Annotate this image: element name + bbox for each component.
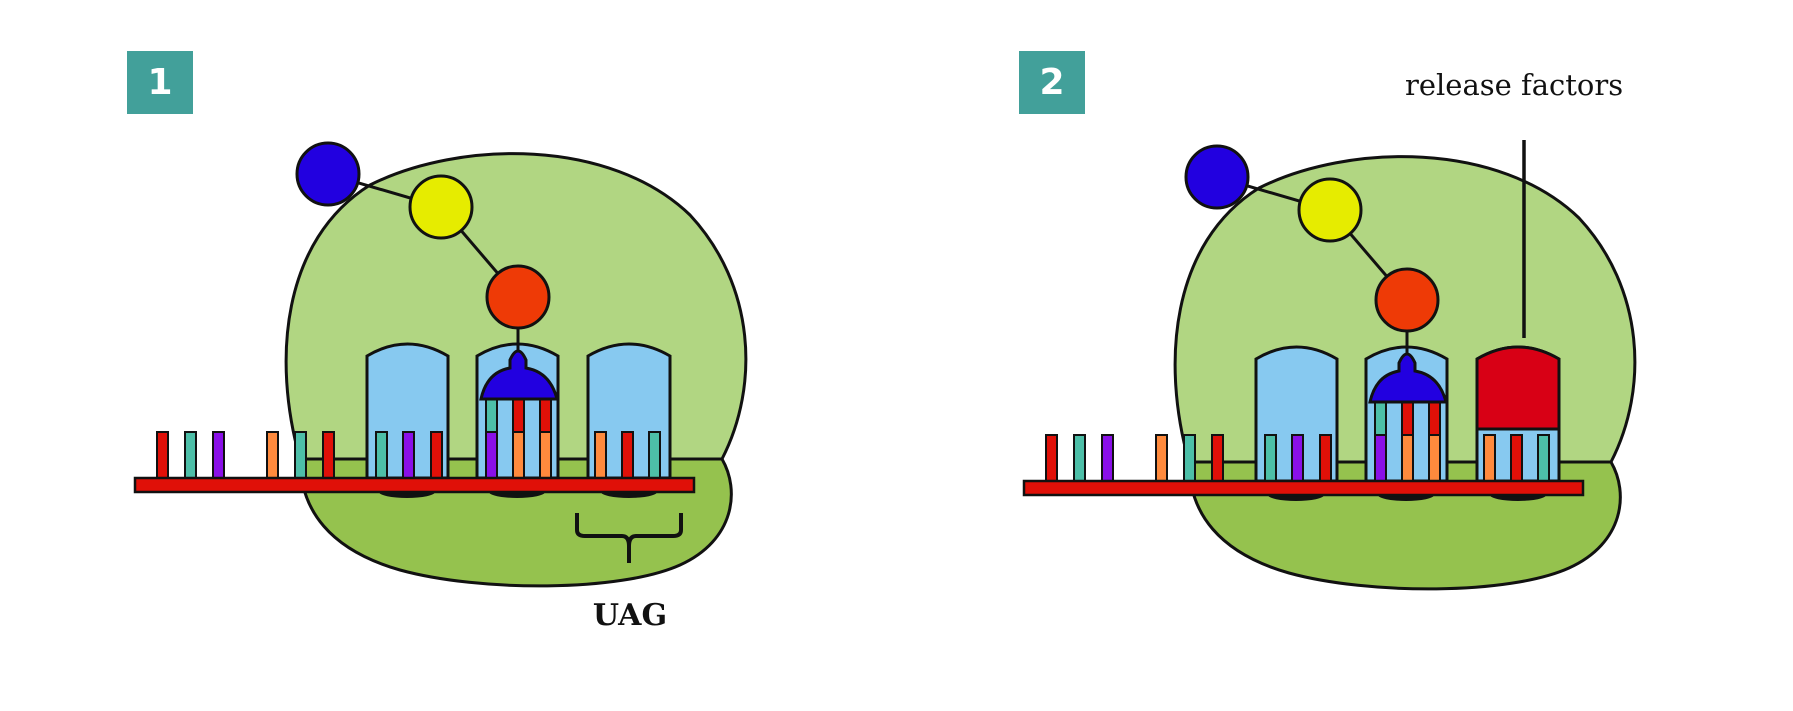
release-factor	[1475, 345, 1561, 431]
ribosome-panel-1	[133, 141, 748, 588]
anticodon-base	[1374, 401, 1387, 436]
anticodon-base	[485, 398, 498, 433]
mrna-base	[621, 431, 634, 479]
anticodon-base	[1401, 401, 1414, 436]
mrna-base	[1211, 434, 1224, 482]
mrna-base	[430, 431, 443, 479]
amino-acid-orange	[485, 264, 551, 330]
mrna-strand	[133, 476, 696, 494]
amino-acid-orange	[1374, 267, 1440, 333]
step-1-badge: 1	[127, 51, 193, 114]
mrna-base	[1183, 434, 1196, 482]
amino-acid-yellow	[408, 174, 474, 240]
mrna-base	[1510, 434, 1523, 482]
mrna-base	[648, 431, 661, 479]
mrna-base	[1291, 434, 1304, 482]
stop-codon-brace	[575, 513, 683, 563]
mrna-base	[375, 431, 388, 479]
mrna-base	[184, 431, 197, 479]
mrna-base	[485, 431, 498, 479]
stop-codon-label: UAG	[592, 598, 668, 633]
mrna-base	[1264, 434, 1277, 482]
anticodon-base	[1428, 401, 1441, 436]
mrna-base	[212, 431, 225, 479]
amino-acid-blue	[295, 141, 361, 207]
mrna-base	[1045, 434, 1058, 482]
mrna-base	[156, 431, 169, 479]
release-factors-label: release factors	[1405, 68, 1624, 102]
mrna-base	[294, 431, 307, 479]
mrna-base	[1374, 434, 1387, 482]
mrna-base	[402, 431, 415, 479]
mrna-base	[539, 431, 552, 479]
step-2-badge: 2	[1019, 51, 1085, 114]
amino-acid-yellow	[1297, 177, 1363, 243]
ribosome-panel-2	[1022, 144, 1637, 591]
mrna-base	[1155, 434, 1168, 482]
mrna-base	[1319, 434, 1332, 482]
mrna-base	[266, 431, 279, 479]
anticodon-base	[539, 398, 552, 433]
mrna-base	[512, 431, 525, 479]
mrna-base	[1401, 434, 1414, 482]
mrna-base	[594, 431, 607, 479]
amino-acid-blue	[1184, 144, 1250, 210]
mrna-base	[1483, 434, 1496, 482]
mrna-base	[1073, 434, 1086, 482]
mrna-base	[1428, 434, 1441, 482]
anticodon-base	[512, 398, 525, 433]
mrna-base	[1101, 434, 1114, 482]
mrna-base	[322, 431, 335, 479]
mrna-base	[1537, 434, 1550, 482]
mrna-strand	[1022, 479, 1585, 497]
